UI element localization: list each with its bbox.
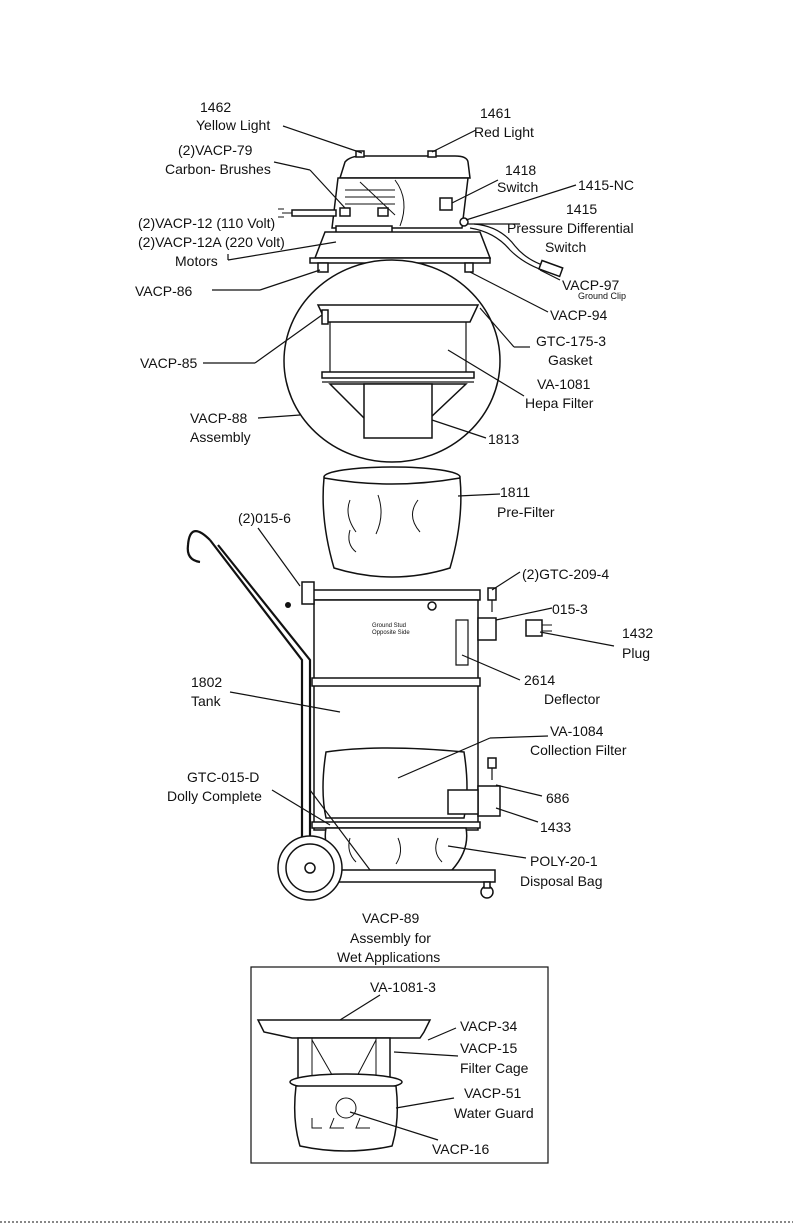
label-vacp15: VACP-15	[460, 1040, 518, 1056]
label-1811: 1811	[500, 484, 530, 500]
label-vacp97: VACP-97	[562, 277, 620, 293]
label-vacp86: VACP-86	[135, 283, 193, 299]
label-pre-filter: Pre-Filter	[497, 504, 555, 520]
label-2614: 2614	[524, 672, 555, 688]
label-015-6: (2)015-6	[238, 510, 291, 526]
label-va1081-3: VA-1081-3	[370, 979, 436, 995]
vacp86-latch	[317, 262, 329, 273]
label-va1084: VA-1084	[550, 723, 604, 739]
label-tank: Tank	[191, 693, 222, 709]
label-vacp16: VACP-16	[432, 1141, 490, 1157]
label-gtc175: GTC-175-3	[536, 333, 606, 349]
label-vacp34: VACP-34	[460, 1018, 518, 1034]
label-water-guard: Water Guard	[454, 1105, 534, 1121]
label-1802: 1802	[191, 674, 222, 690]
label-yellow-light: Yellow Light	[196, 117, 270, 133]
label-switch-2: Switch	[545, 239, 586, 255]
label-opposite-side: Opposite Side	[372, 630, 410, 636]
label-1461: 1461	[480, 105, 511, 121]
label-motors: Motors	[175, 253, 218, 269]
red-light-shape	[427, 150, 437, 158]
label-wet-applications: Wet Applications	[337, 949, 440, 965]
dolly-and-tank	[186, 530, 552, 901]
label-vacp51: VACP-51	[464, 1085, 522, 1101]
label-1432: 1432	[622, 625, 653, 641]
ground-clip-shape	[537, 259, 564, 278]
label-disposal-bag: Disposal Bag	[520, 873, 603, 889]
label-assembly-for: Assembly for	[350, 930, 431, 946]
label-deflector: Deflector	[544, 691, 600, 707]
label-hepa-filter: Hepa Filter	[525, 395, 594, 411]
hepa-assembly	[283, 259, 501, 463]
label-switch: Switch	[497, 179, 538, 195]
label-vacp79: (2)VACP-79	[178, 142, 253, 158]
label-vacp85: VACP-85	[140, 355, 198, 371]
label-va1081: VA-1081	[537, 376, 591, 392]
label-dolly-complete: Dolly Complete	[167, 788, 262, 804]
switch-shape	[439, 197, 453, 211]
label-gtc015d: GTC-015-D	[187, 769, 259, 785]
label-plug: Plug	[622, 645, 650, 661]
label-carbon-brushes: Carbon- Brushes	[165, 161, 271, 177]
label-gasket: Gasket	[548, 352, 592, 368]
label-vacp89: VACP-89	[362, 910, 420, 926]
label-vacp94: VACP-94	[550, 307, 608, 323]
label-collection-filter: Collection Filter	[530, 742, 627, 758]
label-gtc209: (2)GTC-209-4	[522, 566, 609, 582]
label-red-light: Red Light	[474, 124, 534, 140]
label-vacp12: (2)VACP-12 (110 Volt)	[138, 215, 275, 231]
label-poly20: POLY-20-1	[530, 853, 598, 869]
label-1813: 1813	[488, 431, 519, 447]
yellow-light-shape	[355, 150, 365, 158]
pre-filter	[322, 466, 462, 578]
label-filter-cage: Filter Cage	[460, 1060, 529, 1076]
label-pressure-differential: Pressure Differential	[507, 220, 634, 236]
label-015-3: 015-3	[552, 601, 588, 617]
label-1415: 1415	[566, 201, 597, 217]
leader-lines	[203, 125, 615, 1141]
label-ground-clip: Ground Clip	[578, 291, 626, 301]
wet-applications-box	[250, 966, 549, 1164]
label-ground-stud: Ground Stud	[372, 623, 406, 629]
label-686: 686	[546, 790, 570, 806]
label-1418: 1418	[505, 162, 536, 178]
labels: 1462 Yellow Light 1461 Red Light (2)VACP…	[135, 99, 653, 1157]
label-1462: 1462	[200, 99, 231, 115]
label-1415nc: 1415-NC	[578, 177, 634, 193]
label-vacp12a: (2)VACP-12A (220 Volt)	[138, 234, 285, 250]
label-1433: 1433	[540, 819, 571, 835]
label-vacp88: VACP-88	[190, 410, 248, 426]
label-assembly: Assembly	[190, 429, 251, 445]
